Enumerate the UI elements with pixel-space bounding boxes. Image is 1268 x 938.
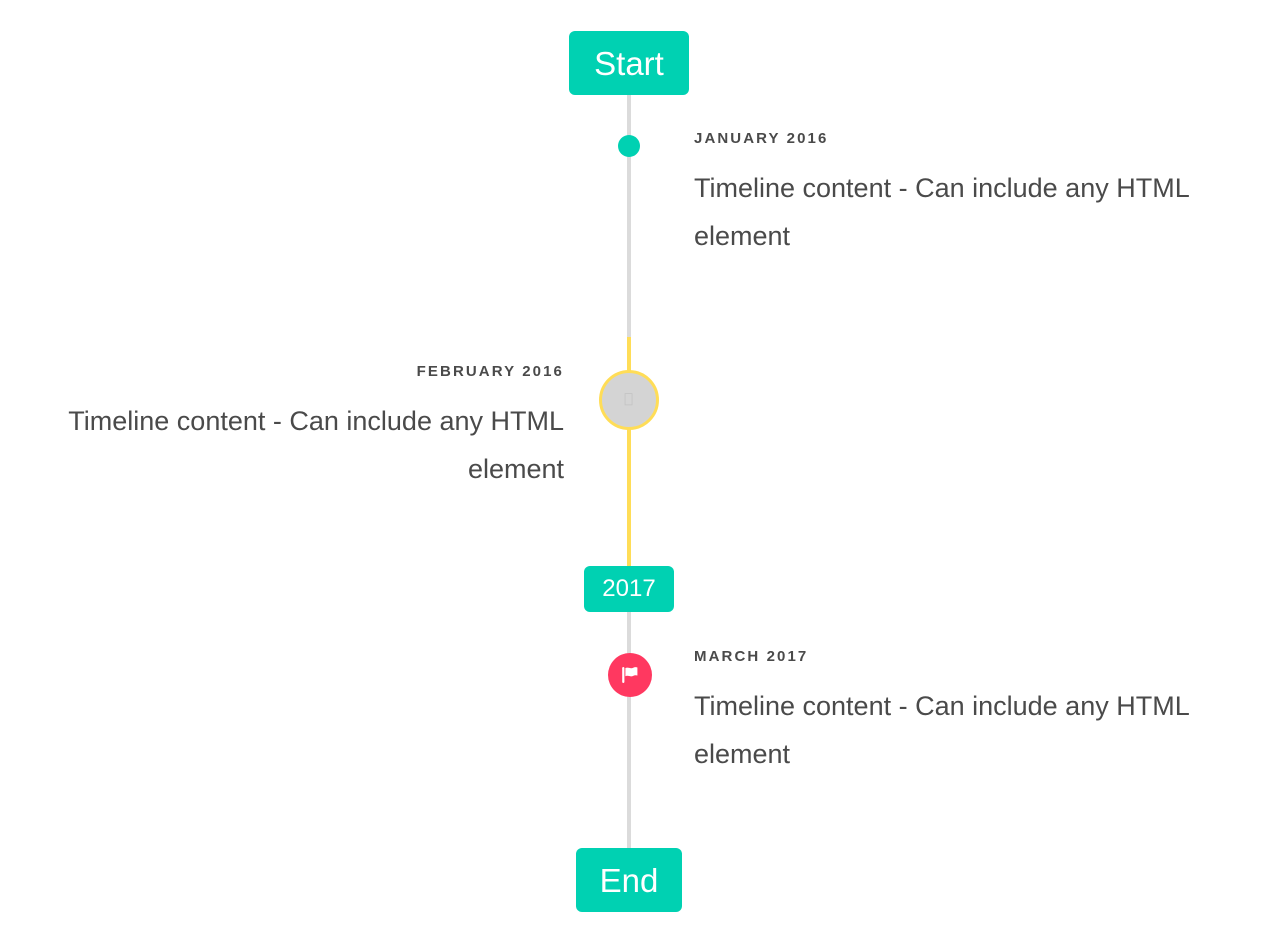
timeline-entry-date: March 2017 xyxy=(694,648,809,665)
timeline-entry-body: Timeline content - Can include any HTML … xyxy=(694,173,1189,252)
timeline-axis-segment-2017 xyxy=(627,612,631,678)
timeline-marker-circle-february[interactable]: ⎕ xyxy=(599,370,659,430)
timeline-axis-segment-march xyxy=(627,678,631,850)
timeline-axis-segment-february-highlight xyxy=(627,337,631,567)
timeline-entry-date: January 2016 xyxy=(694,130,829,147)
timeline-axis-segment-january xyxy=(627,147,631,337)
missing-glyph-icon: ⎕ xyxy=(624,392,634,408)
timeline-entry-january: January 2016 Timeline content - Can incl… xyxy=(694,130,1218,260)
timeline-entry-february: February 2016 Timeline content - Can inc… xyxy=(40,363,564,493)
timeline-axis-segment-start xyxy=(627,95,631,147)
flag-icon xyxy=(618,663,642,687)
timeline-end-badge[interactable]: End xyxy=(576,848,682,912)
timeline-entry-body: Timeline content - Can include any HTML … xyxy=(694,691,1189,770)
timeline-marker-dot-january[interactable] xyxy=(618,135,640,157)
timeline-entry-date: February 2016 xyxy=(416,363,564,380)
timeline-year-badge-2017[interactable]: 2017 xyxy=(584,566,674,612)
timeline-entry-body: Timeline content - Can include any HTML … xyxy=(68,406,564,485)
timeline-marker-flag-march[interactable] xyxy=(608,653,652,697)
timeline-start-badge[interactable]: Start xyxy=(569,31,689,95)
timeline-entry-march: March 2017 Timeline content - Can includ… xyxy=(694,648,1218,778)
